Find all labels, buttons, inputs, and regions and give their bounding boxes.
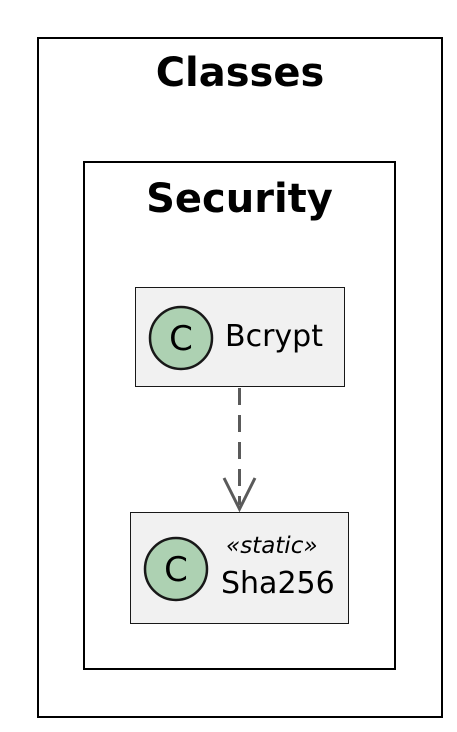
class-name: Bcrypt	[225, 319, 323, 354]
class-c-icon: C	[148, 305, 214, 371]
class-name: Sha256	[221, 566, 335, 601]
class-sha256[interactable]: C «static» Sha256	[130, 512, 349, 624]
class-stereotype: «static»	[226, 533, 318, 559]
package-title: Security	[146, 176, 333, 222]
svg-text:C: C	[169, 319, 193, 359]
svg-text:C: C	[164, 550, 188, 590]
class-bcrypt[interactable]: C Bcrypt	[135, 287, 345, 387]
package-title: Classes	[155, 50, 325, 96]
class-c-icon: C	[143, 536, 209, 602]
